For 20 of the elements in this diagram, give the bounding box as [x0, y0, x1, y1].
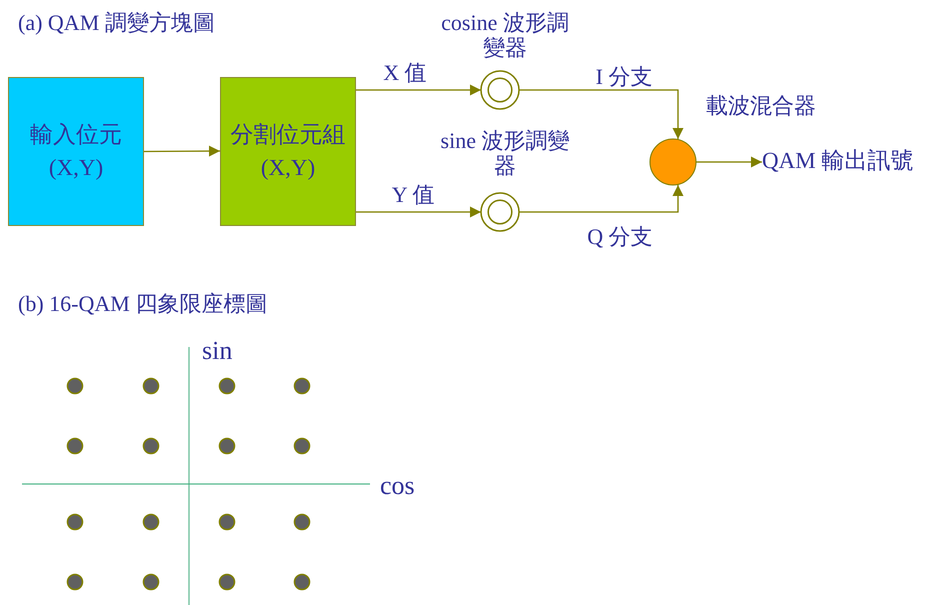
arrow [356, 206, 481, 218]
component-label: cosine 波形調變器 [440, 10, 570, 61]
section-title: (b) 16-QAM 四象限座標圖 [18, 290, 268, 318]
edge-label: Q 分支 [587, 223, 653, 251]
component-label: sine 波形調變器 [440, 128, 570, 179]
component-label: 載波混合器 [705, 93, 817, 118]
edge-label: I 分支 [596, 63, 652, 91]
title: (a) QAM 調變方塊圖 [18, 9, 215, 37]
edge-label: X 值 [383, 59, 427, 87]
arrow [356, 84, 481, 96]
arrow [144, 146, 220, 157]
process-box: 輸入位元 (X,Y) [8, 77, 144, 226]
arrow [519, 89, 684, 139]
arrow [519, 185, 684, 213]
output-label: QAM 輸出訊號 [762, 148, 934, 174]
process-box: 分割位元組(X,Y) [220, 77, 356, 226]
axis-label: cos [380, 473, 415, 499]
arrow [696, 156, 762, 168]
axis-label: sin [202, 338, 232, 364]
edge-label: Y 值 [392, 181, 434, 209]
